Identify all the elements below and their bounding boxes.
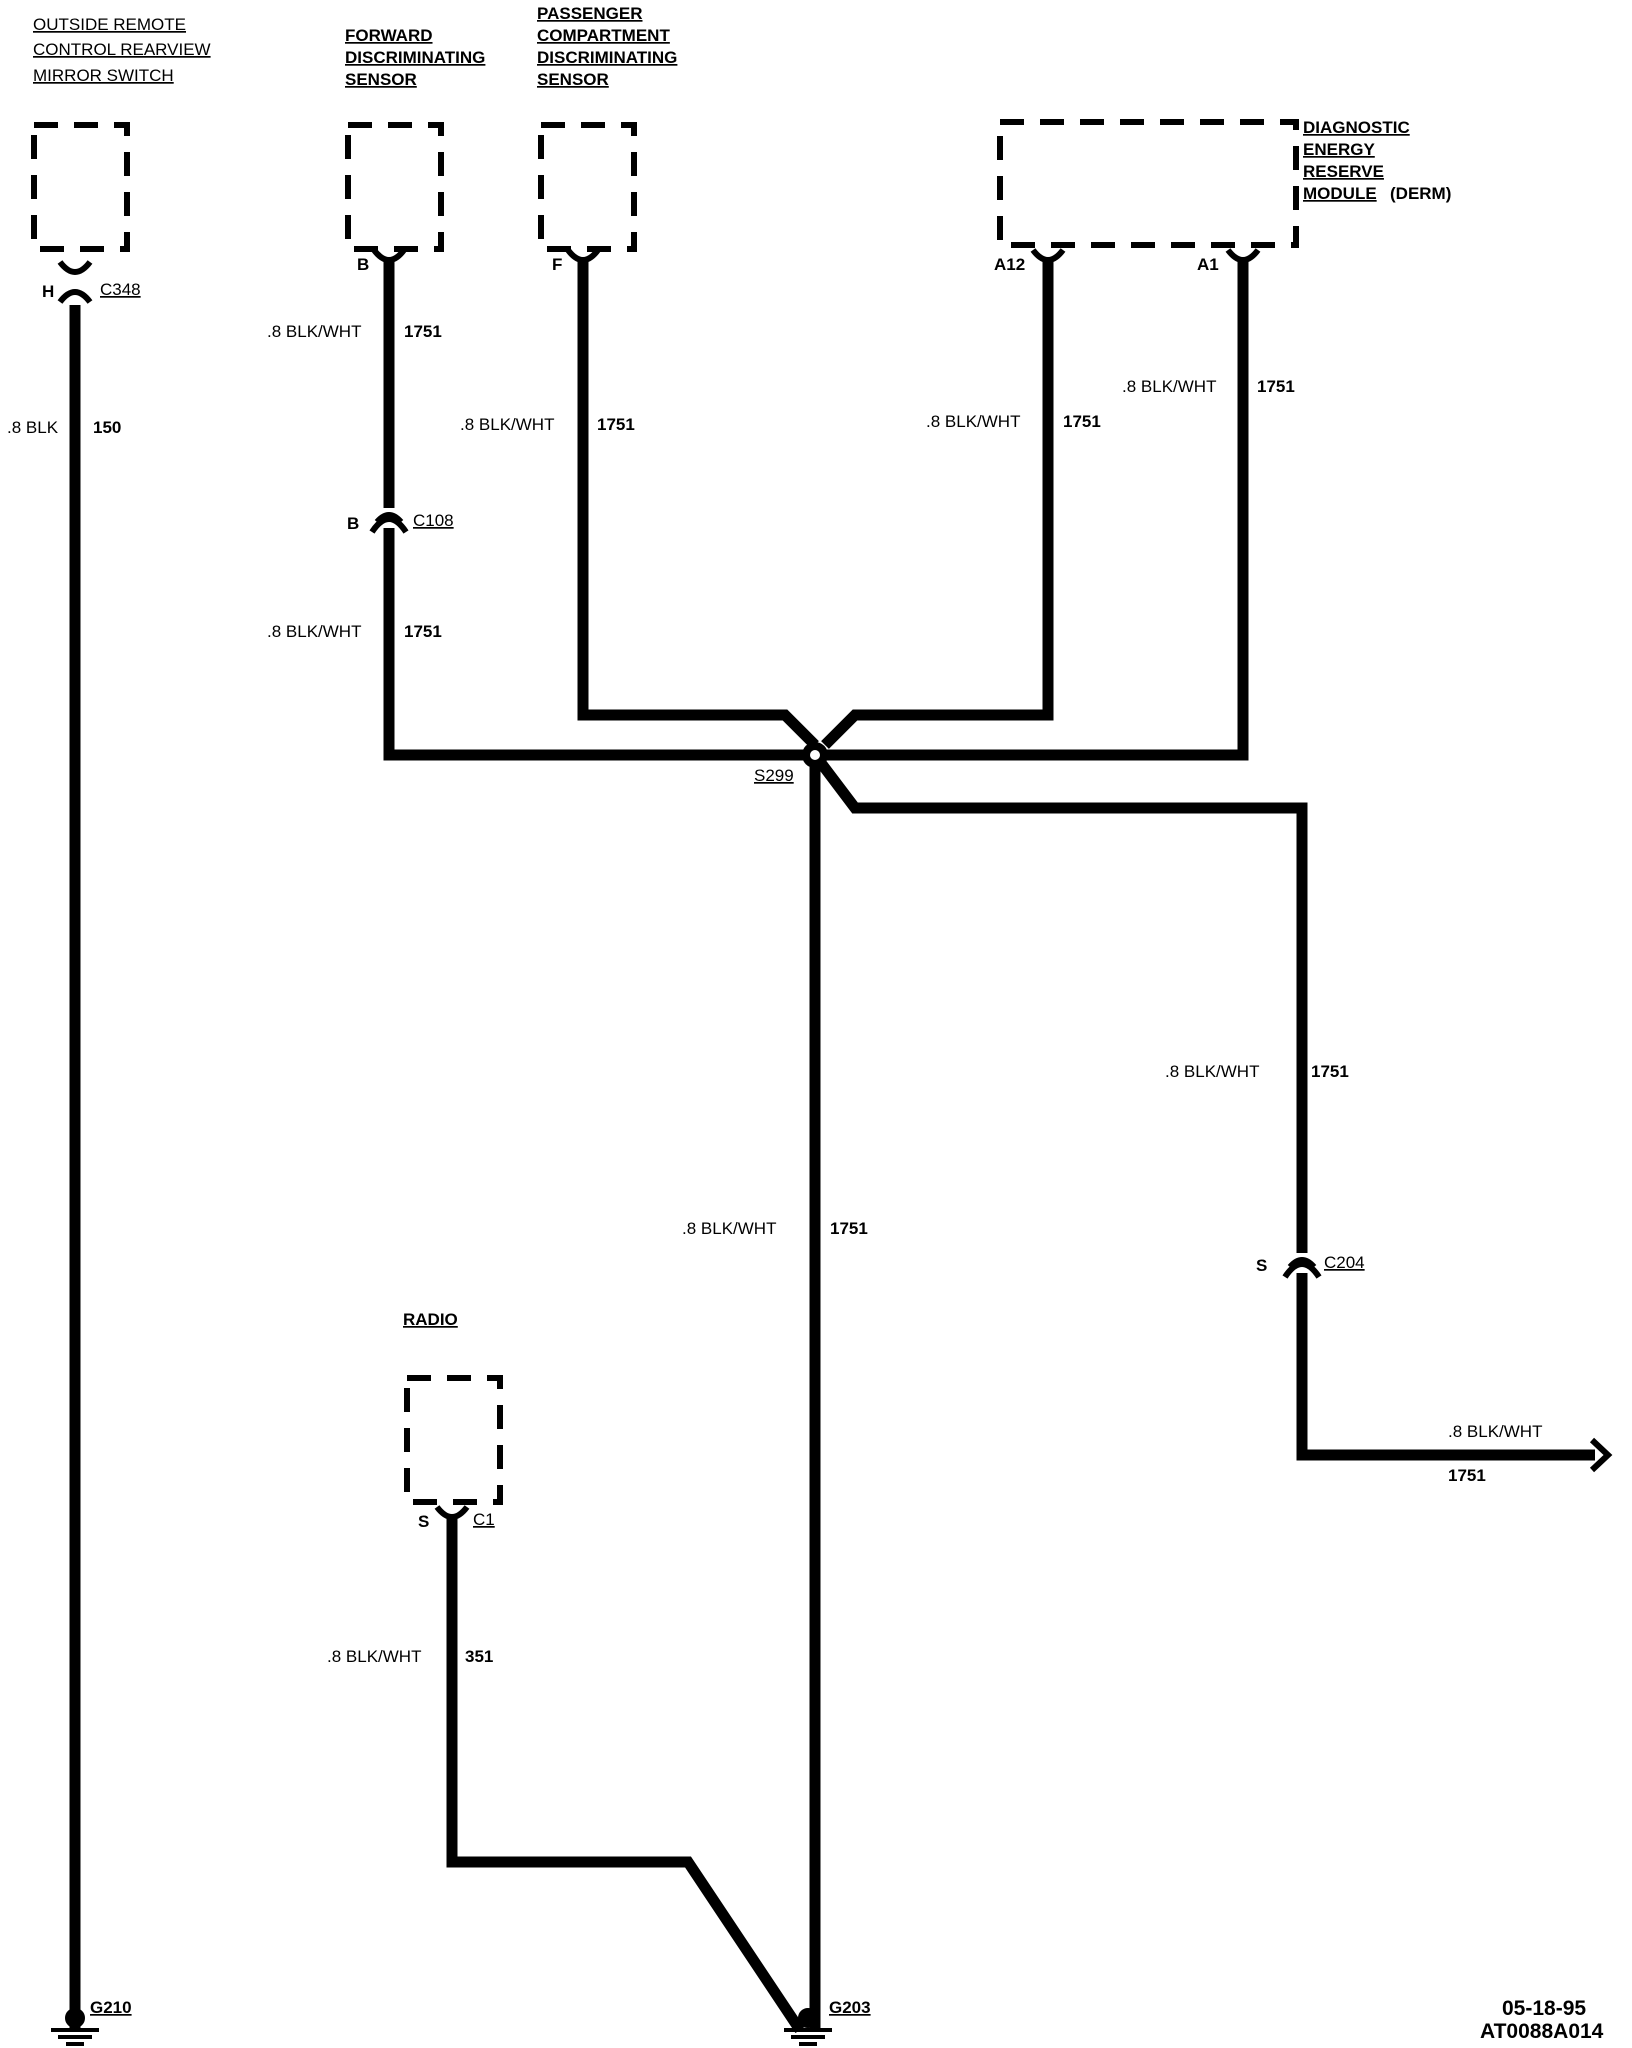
radio-box bbox=[404, 1375, 503, 1505]
wire-forward-1751 bbox=[383, 262, 815, 761]
derm-abbrev: (DERM) bbox=[1390, 184, 1451, 203]
connector-c1-label: C1 bbox=[473, 1510, 495, 1529]
wire-radio-color: .8 BLK/WHT bbox=[327, 1647, 421, 1666]
svg-text:DISCRIMINATING: DISCRIMINATING bbox=[345, 48, 485, 67]
wire-derm-a1-1751 bbox=[815, 262, 1249, 761]
wire-radio-351 bbox=[446, 1515, 805, 2034]
pin-mirror-h: H bbox=[42, 282, 54, 301]
svg-text:SENSOR: SENSOR bbox=[345, 70, 417, 89]
pin-c108-b: B bbox=[347, 514, 359, 533]
pin-passenger-symbol bbox=[565, 248, 601, 263]
connector-c348-label: C348 bbox=[100, 280, 141, 299]
wire-forward-upper-circuit: 1751 bbox=[404, 322, 442, 341]
forward-sensor-box bbox=[345, 122, 444, 252]
wire-radio-circuit: 351 bbox=[465, 1647, 493, 1666]
passenger-sensor-title: PASSENGER COMPARTMENT DISCRIMINATING SEN… bbox=[537, 4, 677, 89]
ground-g210-icon bbox=[51, 2008, 99, 2046]
wire-derm-a1-color: .8 BLK/WHT bbox=[1122, 377, 1216, 396]
svg-text:SENSOR: SENSOR bbox=[537, 70, 609, 89]
wire-forward-lower-color: .8 BLK/WHT bbox=[267, 622, 361, 641]
wire-derm-a12-circuit: 1751 bbox=[1063, 412, 1101, 431]
wire-right-branch-color: .8 BLK/WHT bbox=[1165, 1062, 1259, 1081]
connector-c204-label: C204 bbox=[1324, 1253, 1365, 1272]
svg-text:COMPARTMENT: COMPARTMENT bbox=[537, 26, 670, 45]
forward-sensor-title: FORWARD DISCRIMINATING SENSOR bbox=[345, 26, 485, 89]
wire-passenger-circuit: 1751 bbox=[597, 415, 635, 434]
wire-forward-upper-color: .8 BLK/WHT bbox=[267, 322, 361, 341]
connector-c348-symbol bbox=[57, 260, 93, 304]
pin-forward-b: B bbox=[357, 255, 369, 274]
pin-c204-s: S bbox=[1256, 1256, 1267, 1275]
footer-date: 05-18-95 bbox=[1502, 1997, 1586, 2020]
wire-exit-circuit: 1751 bbox=[1448, 1466, 1486, 1485]
wire-derm-a12-1751 bbox=[821, 262, 1054, 749]
splice-s299 bbox=[802, 742, 828, 768]
pin-derm-a12-symbol bbox=[1030, 248, 1066, 263]
wire-derm-a12-color: .8 BLK/WHT bbox=[926, 412, 1020, 431]
svg-text:MODULE: MODULE bbox=[1303, 184, 1377, 203]
footer-code: AT0088A014 bbox=[1480, 2020, 1604, 2043]
connector-c204-symbol bbox=[1282, 1257, 1322, 1279]
pin-derm-a1: A1 bbox=[1197, 255, 1219, 274]
wire-mirror-color: .8 BLK bbox=[7, 418, 59, 437]
mirror-switch-title: OUTSIDE REMOTE CONTROL REARVIEW MIRROR S… bbox=[33, 15, 211, 85]
wire-right-branch-1751 bbox=[810, 751, 1595, 1461]
passenger-sensor-box bbox=[538, 122, 637, 252]
ground-g210-label: G210 bbox=[90, 1998, 132, 2017]
pin-derm-a12: A12 bbox=[994, 255, 1025, 274]
wire-derm-a1-circuit: 1751 bbox=[1257, 377, 1295, 396]
svg-text:ENERGY: ENERGY bbox=[1303, 140, 1375, 159]
mirror-switch-box bbox=[31, 122, 130, 252]
splice-s299-label: S299 bbox=[754, 766, 794, 785]
connector-c108-symbol bbox=[369, 512, 409, 534]
svg-text:DIAGNOSTIC: DIAGNOSTIC bbox=[1303, 118, 1410, 137]
derm-title: DIAGNOSTIC ENERGY RESERVE MODULE (DERM) bbox=[1303, 118, 1451, 203]
connector-c1-symbol bbox=[434, 1505, 470, 1520]
svg-text:CONTROL REARVIEW: CONTROL REARVIEW bbox=[33, 40, 211, 59]
derm-box bbox=[997, 119, 1299, 248]
ground-g203-icon bbox=[784, 2008, 832, 2046]
pin-derm-a1-symbol bbox=[1225, 248, 1261, 263]
wire-right-branch-circuit: 1751 bbox=[1311, 1062, 1349, 1081]
svg-text:PASSENGER: PASSENGER bbox=[537, 4, 643, 23]
svg-text:RESERVE: RESERVE bbox=[1303, 162, 1384, 181]
radio-title: RADIO bbox=[403, 1310, 458, 1329]
svg-text:DISCRIMINATING: DISCRIMINATING bbox=[537, 48, 677, 67]
svg-text:OUTSIDE REMOTE: OUTSIDE REMOTE bbox=[33, 15, 186, 34]
svg-text:FORWARD: FORWARD bbox=[345, 26, 433, 45]
exit-arrow-icon bbox=[1589, 1437, 1613, 1473]
svg-text:MIRROR SWITCH: MIRROR SWITCH bbox=[33, 66, 174, 85]
wire-passenger-color: .8 BLK/WHT bbox=[460, 415, 554, 434]
ground-g203-label: G203 bbox=[829, 1998, 871, 2017]
wire-mirror-circuit: 150 bbox=[93, 418, 121, 437]
wire-exit-color: .8 BLK/WHT bbox=[1448, 1422, 1542, 1441]
wire-forward-lower-circuit: 1751 bbox=[404, 622, 442, 641]
wire-passenger-1751 bbox=[577, 262, 819, 749]
pin-forward-symbol bbox=[371, 248, 407, 263]
wire-center-circuit: 1751 bbox=[830, 1219, 868, 1238]
wire-center-color: .8 BLK/WHT bbox=[682, 1219, 776, 1238]
connector-c108-label: C108 bbox=[413, 511, 454, 530]
pin-radio-s: S bbox=[418, 1512, 429, 1531]
pin-passenger-f: F bbox=[552, 255, 562, 274]
